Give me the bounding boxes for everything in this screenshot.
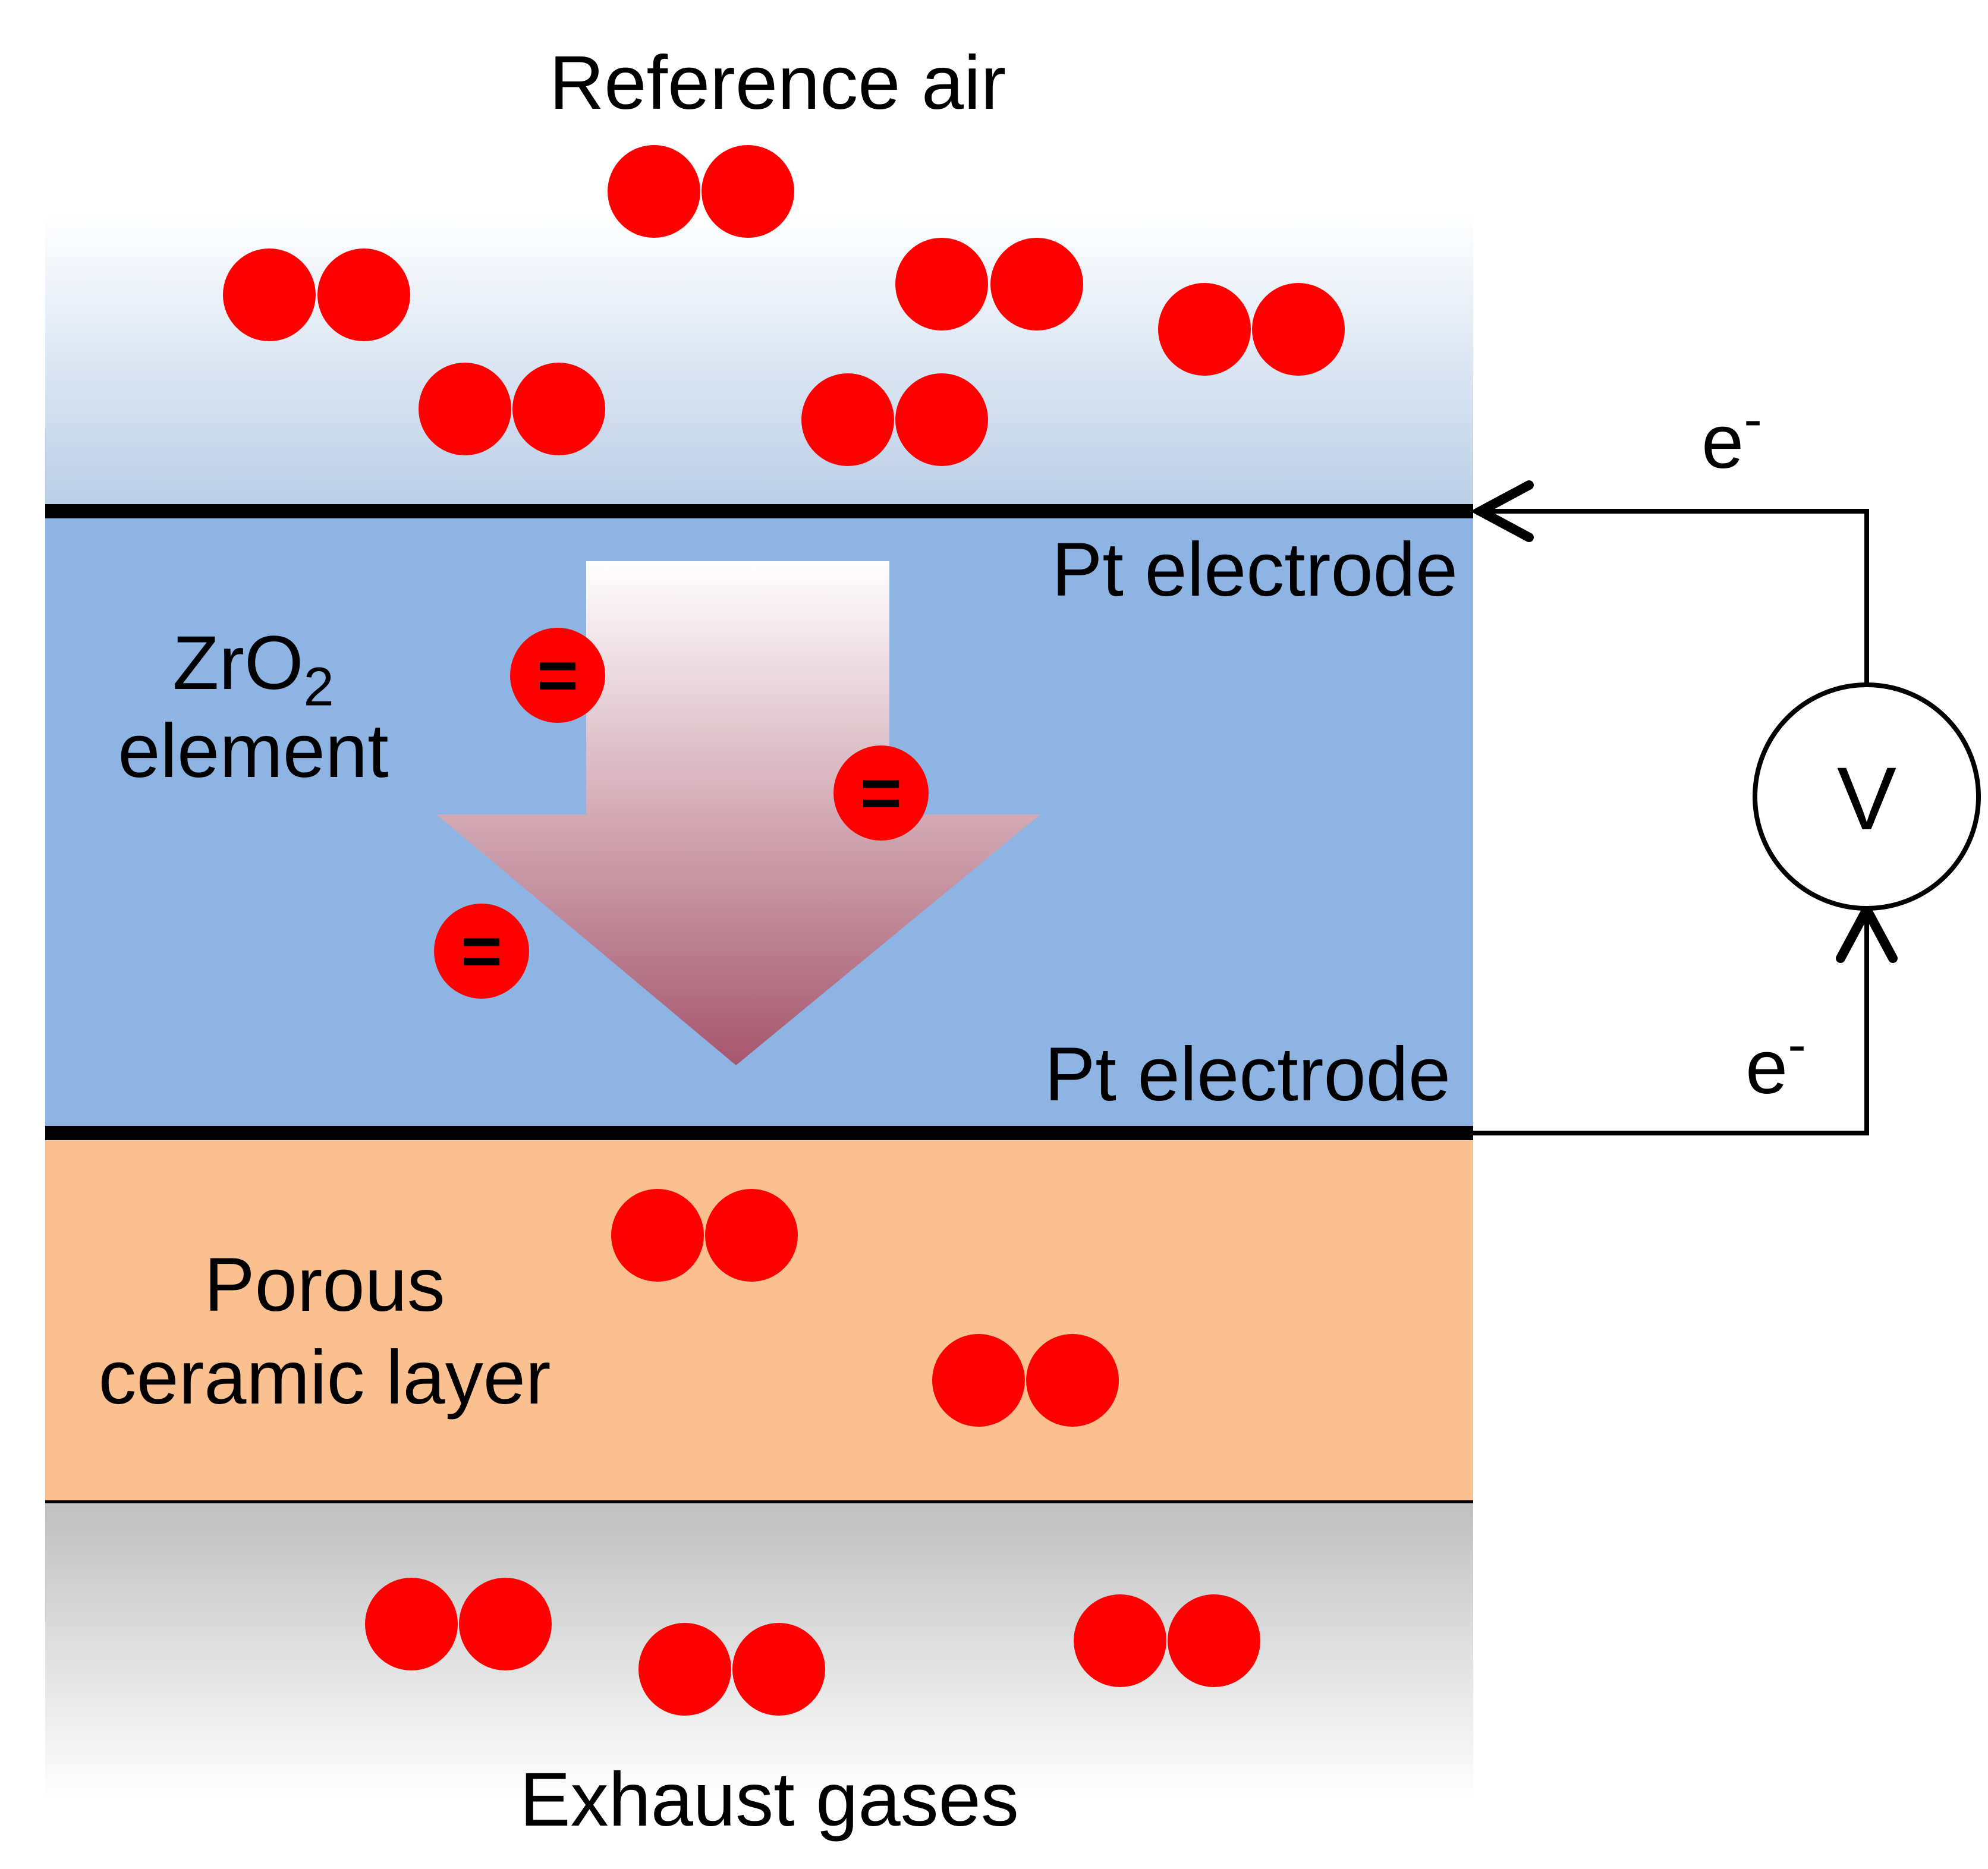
zro2-element-label-line2: element bbox=[118, 709, 389, 794]
porous-layer-label-line1: Porous bbox=[204, 1242, 445, 1327]
zro2-subscript: 2 bbox=[303, 656, 334, 718]
external-circuit-wire bbox=[1473, 509, 1869, 1135]
o2-molecule bbox=[932, 1334, 1119, 1427]
o2-molecule bbox=[801, 373, 988, 466]
o2-molecule bbox=[638, 1623, 825, 1716]
oxide-ion: = bbox=[833, 745, 929, 841]
electron-label-bottom: e- bbox=[1745, 1017, 1806, 1106]
o2-molecule bbox=[1074, 1594, 1260, 1687]
o2-molecule bbox=[611, 1189, 798, 1282]
electron-charge: - bbox=[1788, 1014, 1806, 1075]
electron-charge: - bbox=[1744, 388, 1762, 450]
electron-symbol: e bbox=[1745, 1025, 1788, 1110]
oxide-ion: = bbox=[434, 904, 529, 999]
o2-molecule bbox=[895, 238, 1083, 331]
porous-layer-label-line2: ceramic layer bbox=[98, 1335, 551, 1420]
electron-symbol: e bbox=[1701, 399, 1744, 484]
oxide-ion: = bbox=[510, 628, 605, 723]
reference-air-label: Reference air bbox=[549, 40, 1006, 125]
exhaust-gases-label: Exhaust gases bbox=[520, 1757, 1019, 1842]
o2-molecule bbox=[223, 248, 410, 341]
o2-molecule bbox=[608, 145, 794, 238]
zro2-element-label: ZrO2 bbox=[172, 625, 334, 715]
o2-molecule bbox=[419, 363, 605, 455]
zro2-formula: ZrO bbox=[172, 621, 304, 706]
o2-molecule bbox=[365, 1578, 552, 1670]
voltmeter-circle bbox=[1753, 682, 1981, 911]
electron-arrowhead-top bbox=[1470, 480, 1534, 542]
bottom-electrode-label: Pt electrode bbox=[1044, 1032, 1451, 1117]
voltmeter-symbol: V bbox=[1836, 748, 1897, 848]
top-electrode-label: Pt electrode bbox=[1051, 527, 1458, 612]
electron-label-top: e- bbox=[1701, 392, 1762, 480]
o2-molecule bbox=[1158, 283, 1345, 376]
